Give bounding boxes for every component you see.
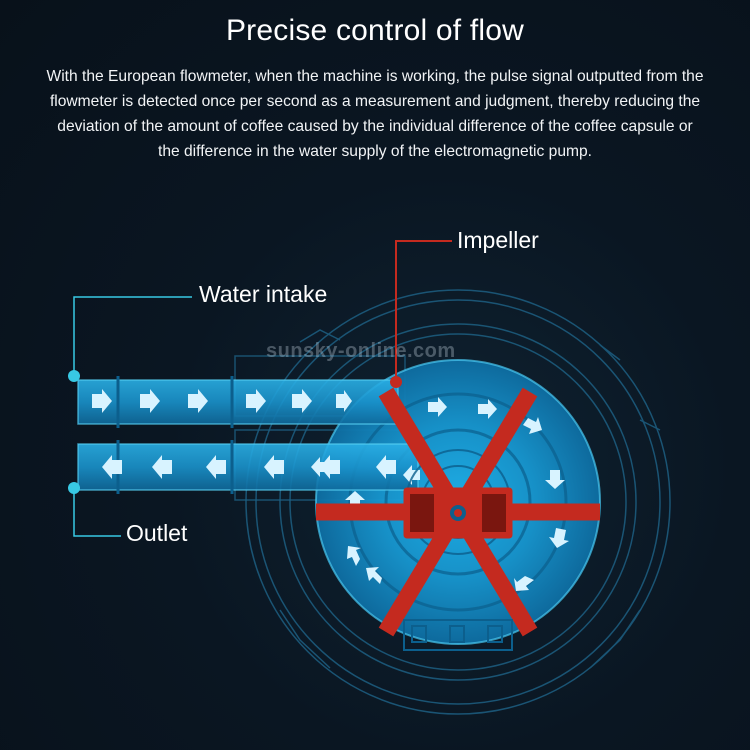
impeller-label: Impeller	[457, 227, 539, 253]
intake-callout	[68, 296, 192, 382]
outlet-callout	[68, 482, 121, 537]
outlet-pipe	[77, 440, 419, 494]
outlet-flow-arrows	[102, 455, 396, 479]
outlet-label: Outlet	[126, 520, 188, 546]
intake-flow-arrows	[92, 389, 352, 413]
water-intake-label: Water intake	[199, 281, 328, 307]
impeller-base	[403, 619, 513, 651]
description-text: With the European flowmeter, when the ma…	[46, 68, 704, 160]
watermark: sunsky-online.com	[266, 340, 456, 362]
chamber-flow-arrows	[311, 397, 569, 591]
housing-outline	[245, 289, 671, 715]
impeller-callout	[390, 240, 452, 388]
page-title: Precise control of flow	[225, 14, 525, 47]
impeller	[316, 387, 600, 637]
